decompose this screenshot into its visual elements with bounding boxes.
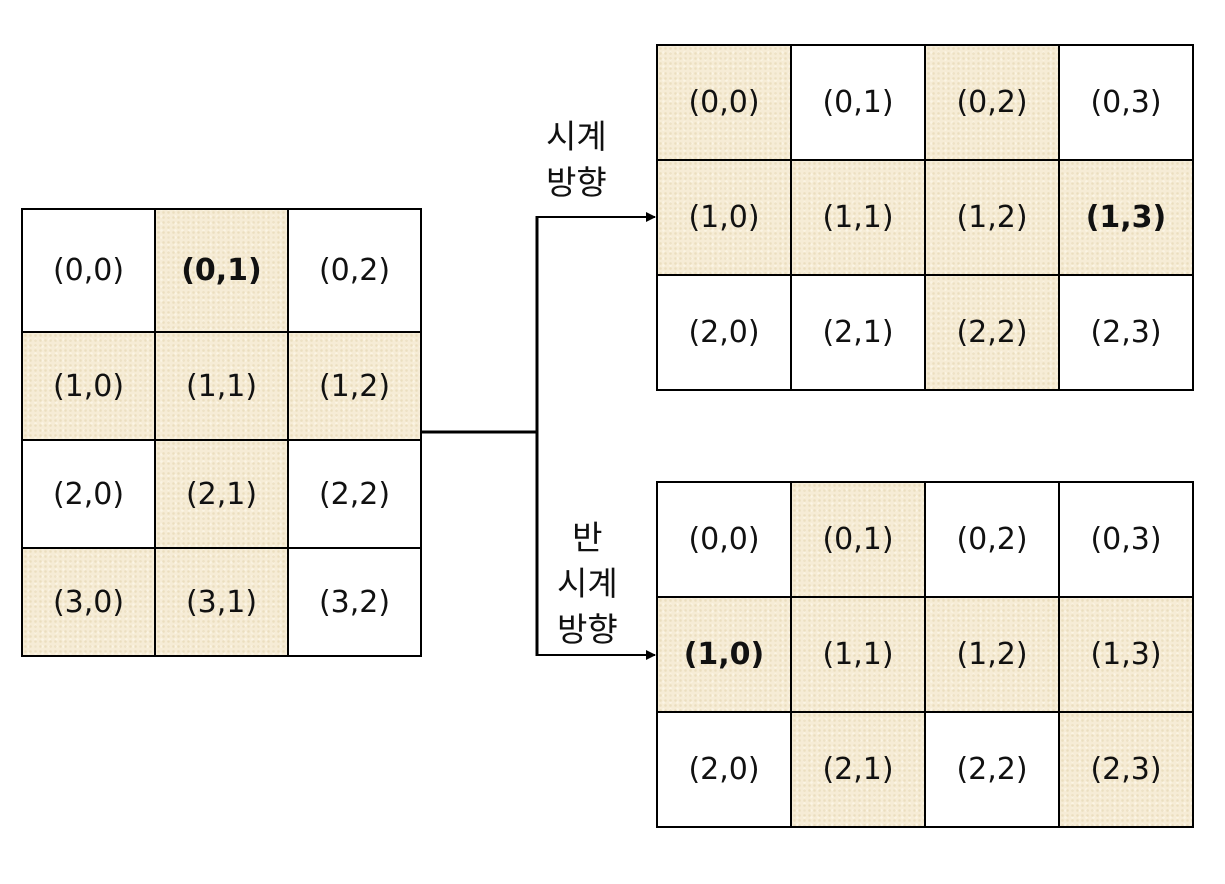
source-cell: (3,0) bbox=[21, 547, 156, 657]
clockwise-cell: (2,1) bbox=[790, 274, 926, 391]
clockwise-grid: (0,0) (0,1) (0,2) (0,3) (1,0) (1,1) (1,2… bbox=[656, 44, 1194, 391]
clockwise-cell: (2,0) bbox=[656, 274, 792, 391]
clockwise-cell: (0,3) bbox=[1058, 44, 1194, 161]
clockwise-label-line: 시계 bbox=[546, 117, 607, 156]
source-cell: (1,2) bbox=[287, 331, 422, 441]
source-cell: (0,2) bbox=[287, 208, 422, 333]
clockwise-row-1: (1,0) (1,1) (1,2) (1,3) bbox=[656, 159, 1194, 276]
counterclockwise-cell: (0,1) bbox=[790, 481, 926, 598]
source-cell: (0,1) bbox=[154, 208, 289, 333]
counterclockwise-cell: (1,3) bbox=[1058, 596, 1194, 713]
clockwise-cell: (2,2) bbox=[924, 274, 1060, 391]
counterclockwise-row-0: (0,0) (0,1) (0,2) (0,3) bbox=[656, 481, 1194, 598]
clockwise-label-line: 방향 bbox=[546, 163, 607, 202]
counterclockwise-grid: (0,0) (0,1) (0,2) (0,3) (1,0) (1,1) (1,2… bbox=[656, 481, 1194, 828]
source-cell: (2,1) bbox=[154, 439, 289, 549]
counterclockwise-label-line: 시계 bbox=[557, 564, 618, 603]
source-cell: (2,0) bbox=[21, 439, 156, 549]
source-row-3: (3,0) (3,1) (3,2) bbox=[21, 547, 422, 657]
counterclockwise-label: 반 시계 방향 bbox=[557, 515, 618, 653]
source-cell: (1,0) bbox=[21, 331, 156, 441]
source-row-1: (1,0) (1,1) (1,2) bbox=[21, 331, 422, 441]
counterclockwise-cell: (2,1) bbox=[790, 711, 926, 828]
counterclockwise-cell: (1,2) bbox=[924, 596, 1060, 713]
source-row-0: (0,0) (0,1) (0,2) bbox=[21, 208, 422, 333]
source-cell: (0,0) bbox=[21, 208, 156, 333]
counterclockwise-cell: (0,2) bbox=[924, 481, 1060, 598]
counterclockwise-cell: (0,3) bbox=[1058, 481, 1194, 598]
counterclockwise-cell: (1,1) bbox=[790, 596, 926, 713]
clockwise-cell: (0,0) bbox=[656, 44, 792, 161]
clockwise-cell: (1,3) bbox=[1058, 159, 1194, 276]
source-cell: (3,2) bbox=[287, 547, 422, 657]
counterclockwise-label-line: 방향 bbox=[557, 610, 618, 649]
clockwise-cell: (2,3) bbox=[1058, 274, 1194, 391]
source-row-2: (2,0) (2,1) (2,2) bbox=[21, 439, 422, 549]
clockwise-row-0: (0,0) (0,1) (0,2) (0,3) bbox=[656, 44, 1194, 161]
source-cell: (2,2) bbox=[287, 439, 422, 549]
clockwise-cell: (0,2) bbox=[924, 44, 1060, 161]
counterclockwise-row-2: (2,0) (2,1) (2,2) (2,3) bbox=[656, 711, 1194, 828]
clockwise-cell: (1,0) bbox=[656, 159, 792, 276]
source-cell: (1,1) bbox=[154, 331, 289, 441]
clockwise-label: 시계 방향 bbox=[546, 114, 607, 206]
counterclockwise-row-1: (1,0) (1,1) (1,2) (1,3) bbox=[656, 596, 1194, 713]
clockwise-cell: (1,2) bbox=[924, 159, 1060, 276]
clockwise-row-2: (2,0) (2,1) (2,2) (2,3) bbox=[656, 274, 1194, 391]
clockwise-cell: (1,1) bbox=[790, 159, 926, 276]
counterclockwise-cell: (2,0) bbox=[656, 711, 792, 828]
counterclockwise-cell: (2,3) bbox=[1058, 711, 1194, 828]
counterclockwise-cell: (1,0) bbox=[656, 596, 792, 713]
clockwise-cell: (0,1) bbox=[790, 44, 926, 161]
counterclockwise-label-line: 반 bbox=[572, 518, 603, 557]
source-grid: (0,0) (0,1) (0,2) (1,0) (1,1) (1,2) (2,0… bbox=[21, 208, 422, 657]
source-cell: (3,1) bbox=[154, 547, 289, 657]
counterclockwise-cell: (0,0) bbox=[656, 481, 792, 598]
counterclockwise-cell: (2,2) bbox=[924, 711, 1060, 828]
